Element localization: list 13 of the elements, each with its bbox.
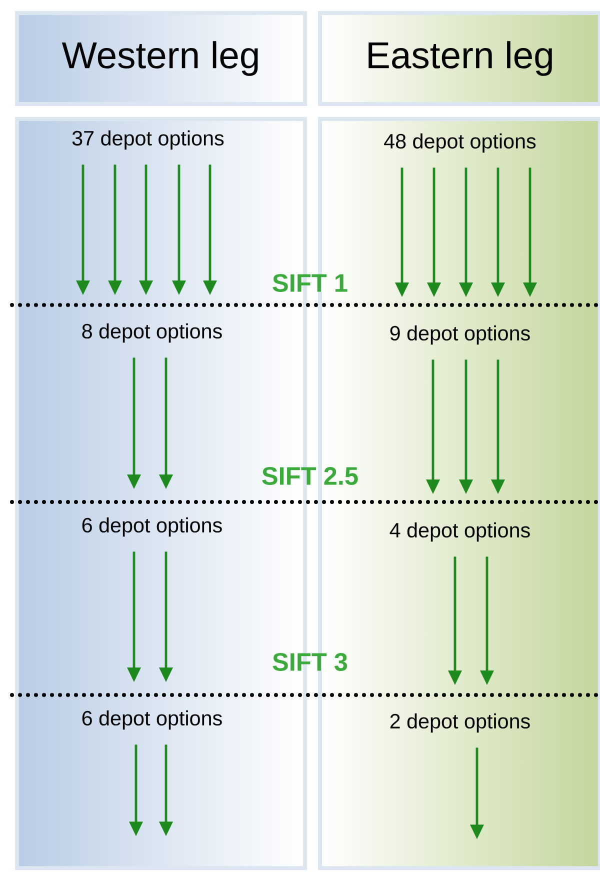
sift-label: SIFT 2.5 [262, 467, 358, 485]
header-box: Eastern leg [318, 11, 600, 106]
option-count: 9 depot options [390, 325, 530, 345]
option-count: 6 depot options [82, 517, 222, 537]
sift-label: SIFT 3 [272, 653, 348, 671]
option-count: 2 depot options [390, 713, 530, 733]
option-count: 37 depot options [72, 130, 224, 150]
header-box: Western leg [15, 11, 307, 106]
option-count: 6 depot options [82, 710, 222, 730]
option-count: 48 depot options [384, 133, 536, 153]
option-count: 8 depot options [82, 323, 222, 343]
option-count: 4 depot options [390, 522, 530, 542]
sift-label: SIFT 1 [272, 274, 348, 292]
